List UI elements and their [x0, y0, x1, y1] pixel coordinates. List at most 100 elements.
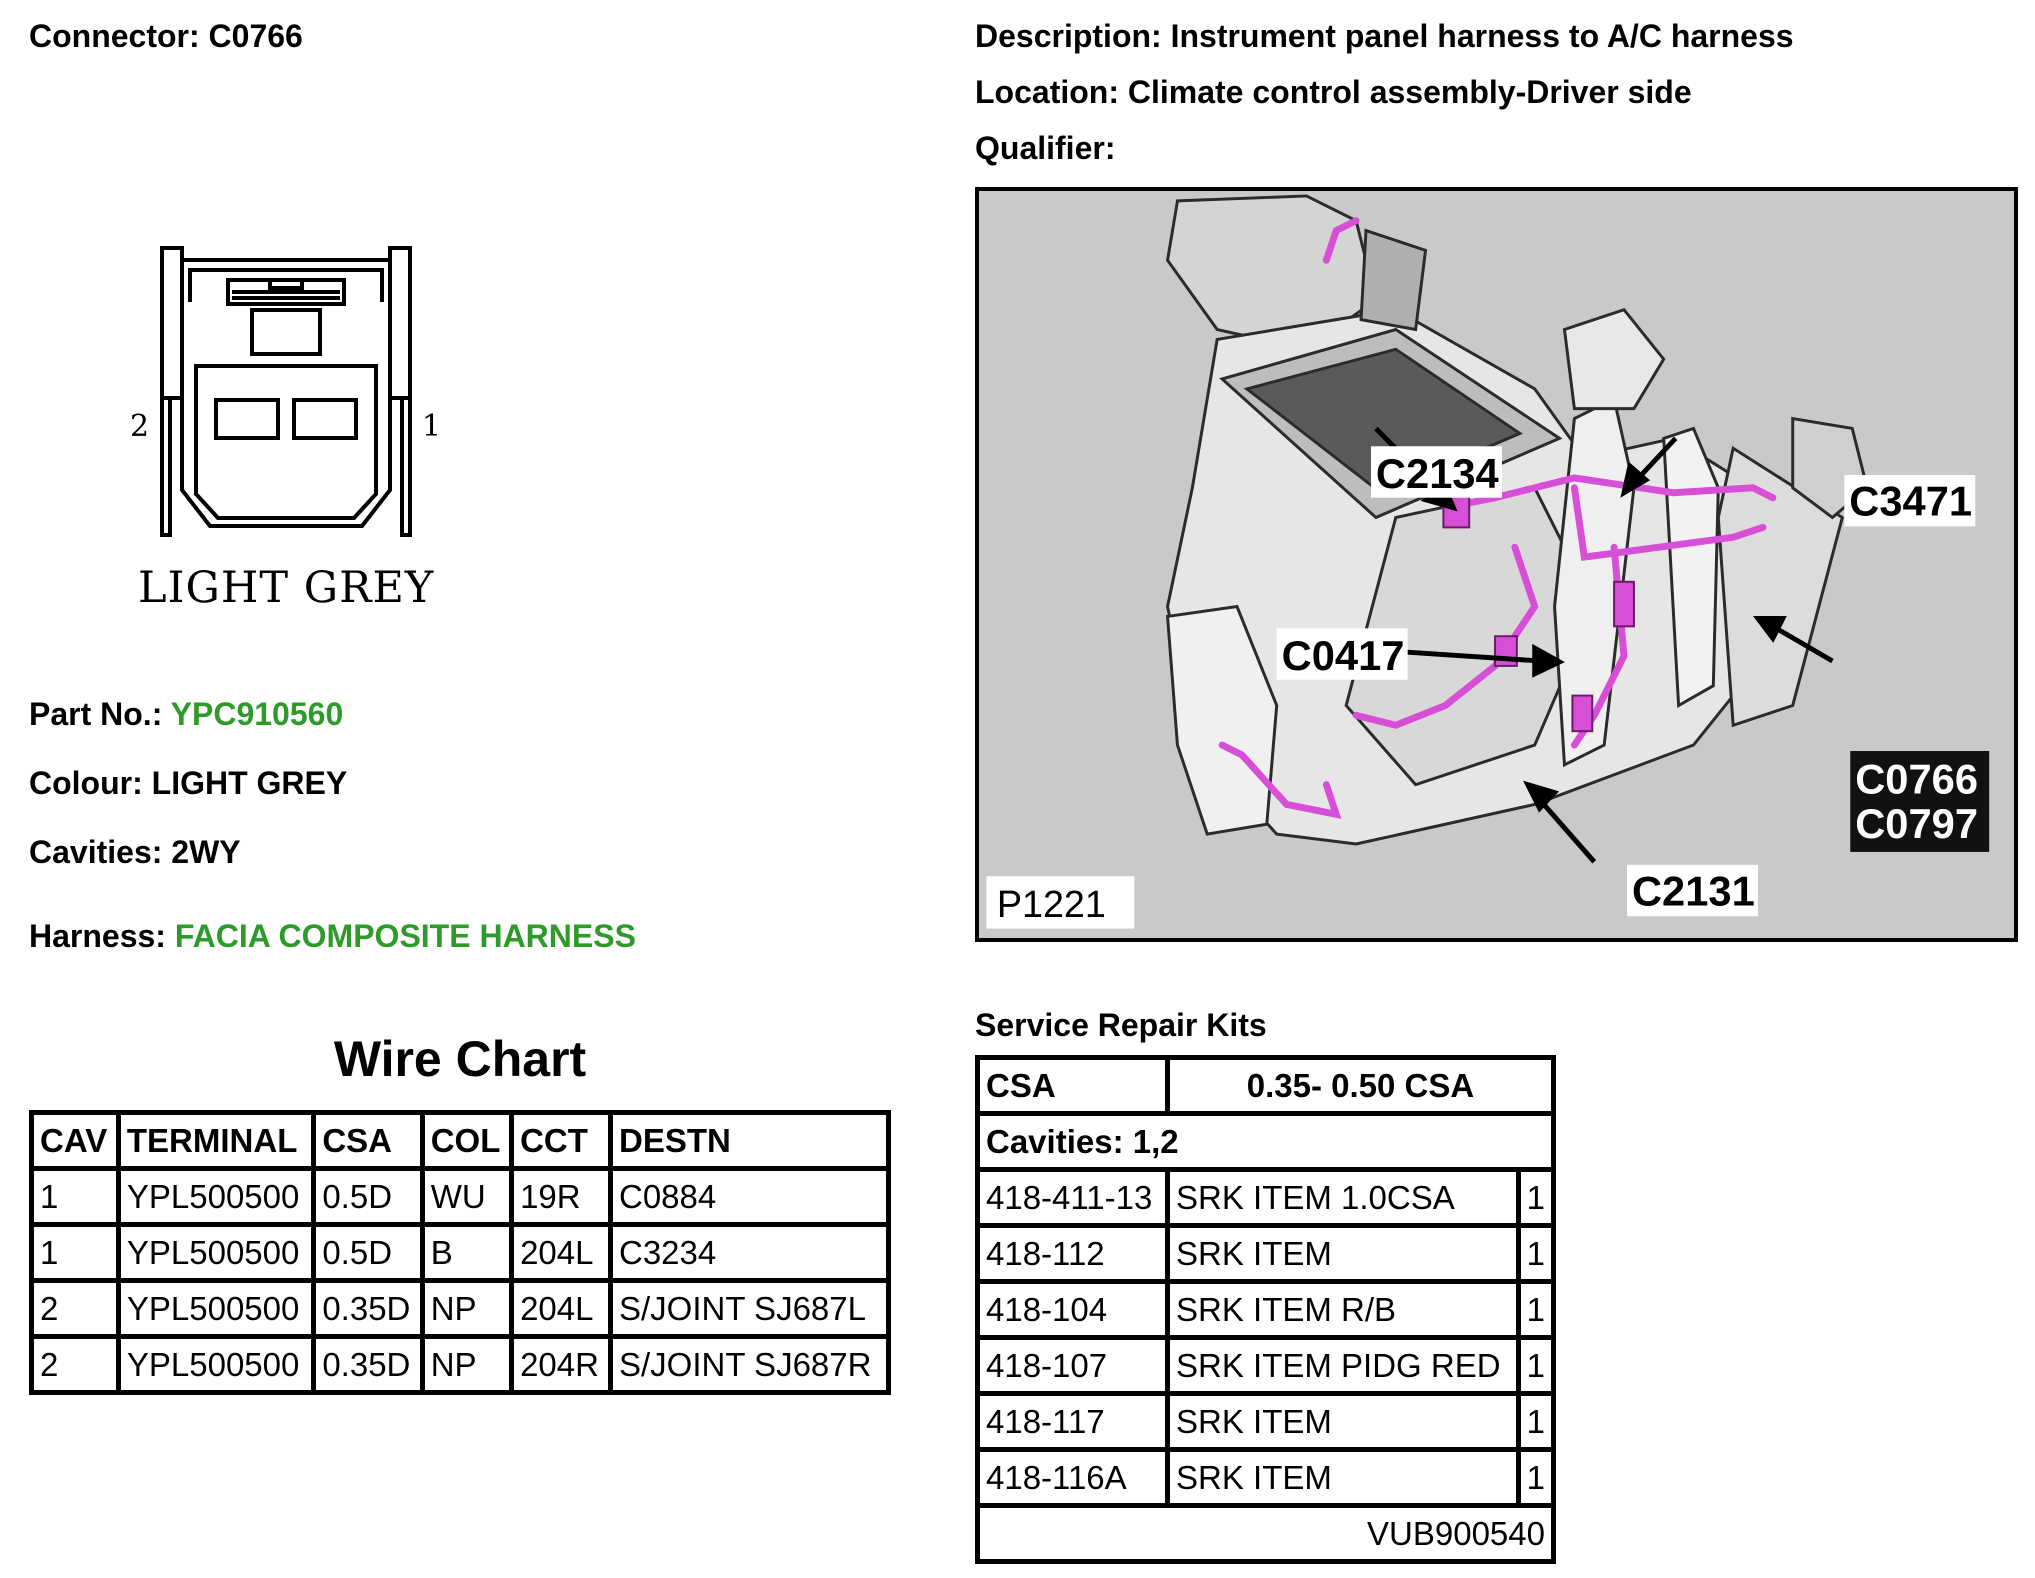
srk-part-number: 418-104 — [975, 1279, 1170, 1340]
harness-label: Harness: — [29, 918, 166, 954]
cell-csa: 0.5D — [311, 1222, 425, 1283]
cavities-line: Cavities: 2WY — [29, 834, 241, 871]
table-row: 1 YPL500500 0.5D B 204L C3234 — [29, 1222, 892, 1283]
location-label: Location: — [975, 74, 1119, 110]
table-row: 2 YPL500500 0.35D NP 204R S/JOINT SJ687R — [29, 1334, 892, 1395]
table-row: 418-112 SRK ITEM 1 — [975, 1223, 1557, 1284]
table-row: 418-104 SRK ITEM R/B 1 — [975, 1279, 1557, 1340]
cell-terminal: YPL500500 — [115, 1278, 317, 1339]
pin-2-label: 2 — [130, 409, 149, 444]
srk-description: SRK ITEM — [1165, 1447, 1521, 1508]
callout-c2131: C2131 — [1632, 867, 1755, 914]
srk-part-number: 418-117 — [975, 1391, 1170, 1452]
harness-line: Harness: FACIA COMPOSITE HARNESS — [29, 918, 636, 955]
srk-description: SRK ITEM R/B — [1165, 1279, 1521, 1340]
callout-c0797: C0797 — [1855, 800, 1978, 847]
connector-face-drawing: 2 1 — [120, 240, 450, 550]
cell-csa: 0.5D — [311, 1166, 425, 1227]
wire-chart-header-row: CAV TERMINAL CSA COL CCT DESTN — [29, 1110, 892, 1171]
srk-kit-number-row: VUB900540 — [975, 1503, 1556, 1564]
srk-csa-value: 0.35- 0.50 CSA — [1165, 1055, 1556, 1116]
cell-col: NP — [419, 1334, 515, 1395]
cell-csa: 0.35D — [311, 1278, 425, 1339]
header-cct: CCT — [509, 1110, 613, 1171]
part-number-line: Part No.: YPC910560 — [29, 696, 343, 733]
callout-c2134: C2134 — [1376, 450, 1499, 497]
cavities-label: Cavities: — [29, 834, 163, 870]
colour-value: LIGHT GREY — [151, 765, 348, 801]
connector-colour-caption: LIGHT GREY — [138, 563, 435, 613]
cell-destn: C0884 — [607, 1166, 892, 1227]
srk-description: SRK ITEM PIDG RED — [1165, 1335, 1521, 1396]
header-terminal: TERMINAL — [115, 1110, 317, 1171]
location-line: Location: Climate control assembly-Drive… — [975, 74, 1692, 111]
cell-destn: S/JOINT SJ687L — [607, 1278, 892, 1339]
srk-quantity: 1 — [1515, 1279, 1557, 1340]
cell-col: B — [419, 1222, 515, 1283]
cell-cav: 2 — [29, 1334, 121, 1395]
climate-assembly-illustration: C2134 C3471 C0417 C0766 C0797 C2131 P122… — [986, 194, 1990, 929]
cell-cct: 204L — [509, 1278, 613, 1339]
harness-link[interactable]: FACIA COMPOSITE HARNESS — [174, 918, 636, 954]
connector-id: C0766 — [208, 18, 303, 54]
table-row: 418-411-13 SRK ITEM 1.0CSA 1 — [975, 1167, 1557, 1228]
srk-quantity: 1 — [1515, 1223, 1557, 1284]
connector-label: Connector: — [29, 18, 200, 54]
description-value: Instrument panel harness to A/C harness — [1170, 18, 1794, 54]
srk-description: SRK ITEM 1.0CSA — [1165, 1167, 1521, 1228]
srk-kit-number: VUB900540 — [975, 1503, 1556, 1564]
cell-csa: 0.35D — [311, 1334, 425, 1395]
cell-col: WU — [419, 1166, 515, 1227]
wire-chart-table: CAV TERMINAL CSA COL CCT DESTN 1 YPL5005… — [29, 1110, 892, 1395]
wire-chart-title: Wire Chart — [333, 1031, 587, 1087]
part-number-link[interactable]: YPC910560 — [170, 696, 344, 732]
srk-description: SRK ITEM — [1165, 1223, 1521, 1284]
srk-part-number: 418-116A — [975, 1447, 1170, 1508]
qualifier-line: Qualifier: — [975, 130, 1115, 167]
colour-label: Colour: — [29, 765, 143, 801]
callout-c0417: C0417 — [1282, 632, 1405, 679]
srk-part-number: 418-112 — [975, 1223, 1170, 1284]
cell-cct: 19R — [509, 1166, 613, 1227]
table-row: 418-117 SRK ITEM 1 — [975, 1391, 1557, 1452]
srk-cavities-row: Cavities: 1,2 — [975, 1111, 1556, 1172]
header-destn: DESTN — [607, 1110, 892, 1171]
srk-part-number: 418-107 — [975, 1335, 1170, 1396]
srk-cavities: Cavities: 1,2 — [975, 1111, 1556, 1172]
callout-c0766: C0766 — [1855, 756, 1978, 803]
connector-outline: 2 1 — [130, 246, 441, 537]
table-row: 2 YPL500500 0.35D NP 204L S/JOINT SJ687L — [29, 1278, 892, 1339]
cell-destn: C3234 — [607, 1222, 892, 1283]
image-reference-label: P1221 — [997, 883, 1106, 925]
colour-line: Colour: LIGHT GREY — [29, 765, 347, 802]
cell-cav: 1 — [29, 1166, 121, 1227]
pin-1-label: 1 — [422, 409, 441, 444]
srk-csa-row: CSA 0.35- 0.50 CSA — [975, 1055, 1556, 1116]
cell-terminal: YPL500500 — [115, 1334, 317, 1395]
cell-terminal: YPL500500 — [115, 1166, 317, 1227]
header-col: COL — [419, 1110, 515, 1171]
description-line: Description: Instrument panel harness to… — [975, 18, 1794, 55]
srk-quantity: 1 — [1515, 1391, 1557, 1452]
table-row: 418-116A SRK ITEM 1 — [975, 1447, 1557, 1508]
srk-quantity: 1 — [1515, 1167, 1557, 1228]
service-repair-kits-title: Service Repair Kits — [975, 1007, 1267, 1043]
connector-heading: Connector: C0766 — [29, 18, 303, 55]
srk-quantity: 1 — [1515, 1447, 1557, 1508]
header-cav: CAV — [29, 1110, 121, 1171]
cavities-value: 2WY — [171, 834, 241, 870]
srk-description: SRK ITEM — [1165, 1391, 1521, 1452]
cell-cav: 2 — [29, 1278, 121, 1339]
callout-c3471: C3471 — [1849, 478, 1972, 525]
qualifier-label: Qualifier: — [975, 130, 1116, 166]
cell-cct: 204L — [509, 1222, 613, 1283]
service-repair-kits-table: CSA 0.35- 0.50 CSA Cavities: 1,2 418-411… — [975, 1055, 1557, 1564]
cell-cct: 204R — [509, 1334, 613, 1395]
srk-quantity: 1 — [1515, 1335, 1557, 1396]
description-label: Description: — [975, 18, 1162, 54]
cell-cav: 1 — [29, 1222, 121, 1283]
table-row: 1 YPL500500 0.5D WU 19R C0884 — [29, 1166, 892, 1227]
part-number-label: Part No.: — [29, 696, 163, 732]
cell-terminal: YPL500500 — [115, 1222, 317, 1283]
srk-part-number: 418-411-13 — [975, 1167, 1170, 1228]
